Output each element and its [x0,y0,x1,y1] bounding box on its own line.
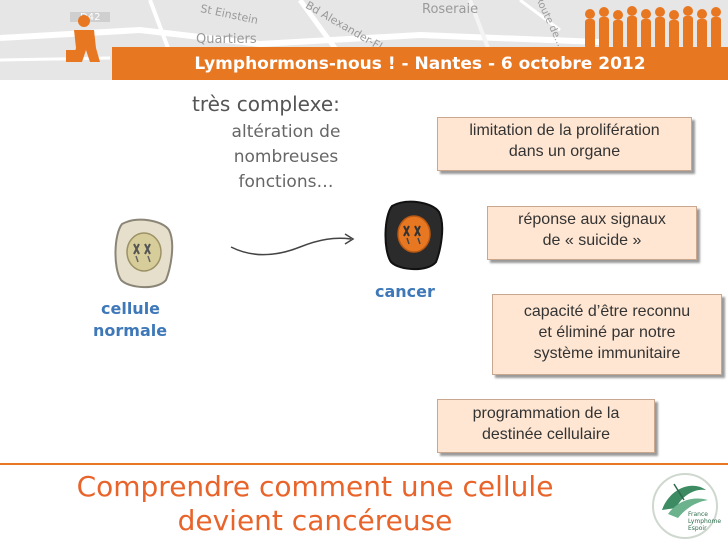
logo-text: Lymphome [688,518,721,525]
box-line: programmation de la [472,405,620,422]
box-line: limitation de la prolifération [469,122,660,139]
box-line: capacité d’être reconnu [523,303,691,320]
box-line: de « suicide » [542,232,642,249]
person-logo-icon [66,15,100,62]
logo-text: France [688,511,708,518]
logo-text: Espoir [688,525,707,532]
complexity-line: altération de [231,122,341,142]
cell-fate-box: programmation de la destinée cellulaire [437,399,655,453]
page-title: Lymphormons-nous ! - Nantes - 6 octobre … [194,54,646,74]
conclusion-line: Comprendre comment une cellule [76,470,554,503]
slide-conclusion-title: Comprendre comment une cellule devient c… [55,470,575,538]
box-line: et éliminé par notre [538,324,676,341]
suicide-signal-box: réponse aux signaux de « suicide » [487,206,697,260]
complexity-line: fonctions… [238,172,334,192]
normal-cell-label: cellule normale [93,298,167,342]
complexity-description: altération de nombreuses fonctions… [212,120,360,195]
map-label-roseraie: Roseraie [422,2,479,17]
footer-divider [0,463,728,465]
arrow-icon [230,233,355,256]
header-banner: D42 St Einstein Quartiers Bd Alexander-F… [0,0,728,80]
box-line: dans un organe [508,143,621,160]
immune-recognition-box: capacité d’être reconnu et éliminé par n… [492,294,722,375]
cancer-label: cancer [375,282,435,301]
cancer-cell-icon [384,200,444,271]
box-line: réponse aux signaux [518,211,666,228]
complexity-line: nombreuses [233,147,339,167]
box-line: système immunitaire [533,345,681,362]
complexity-heading: très complexe: [192,92,340,116]
conclusion-line: devient cancéreuse [177,504,453,537]
crowd-icon [585,6,721,49]
label-line: normale [93,321,168,340]
box-line: destinée cellulaire [481,426,611,443]
normal-cell-icon [114,218,174,289]
association-logo-icon: France Lymphome Espoir [652,473,721,539]
map-label-quartiers: Quartiers [196,32,257,47]
title-bar: Lymphormons-nous ! - Nantes - 6 octobre … [112,47,728,80]
label-line: cellule [101,299,161,318]
map-label-d42: D42 [80,12,101,23]
proliferation-box: limitation de la prolifération dans un o… [437,117,692,171]
